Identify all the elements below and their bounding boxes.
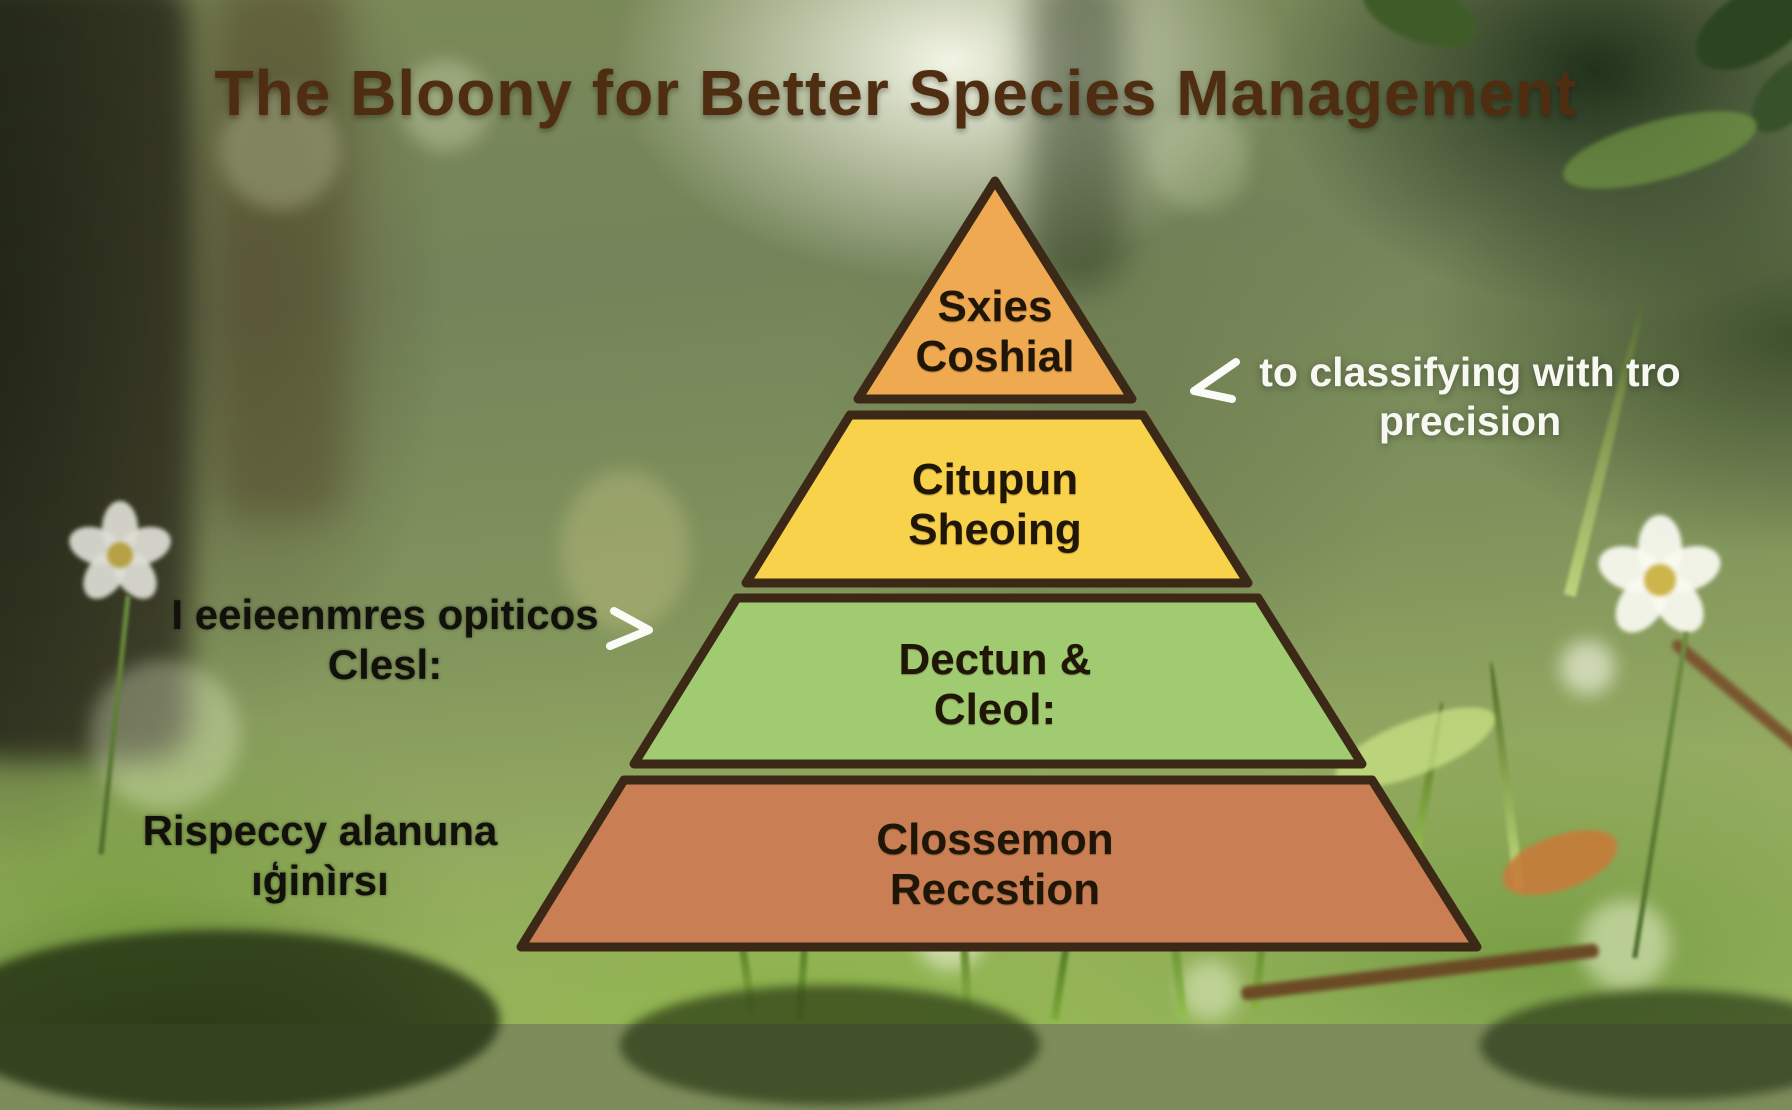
pyramid-tier-2-shape	[741, 410, 1253, 588]
tier-2-label: Citupun Sheoing	[715, 455, 1275, 555]
bokeh-light	[1560, 640, 1615, 695]
annotation-right: to classifying with tro precision	[1180, 348, 1760, 446]
arrow-left-icon	[606, 607, 653, 650]
annotation-left-bottom: Rispeccy alanuna ıģinìrsı	[100, 806, 540, 906]
page-title: The Bloony for Better Species Management	[214, 57, 1578, 129]
bokeh-light	[560, 470, 690, 630]
pyramid-tier-1-shape	[853, 176, 1137, 404]
bokeh-light	[1180, 960, 1240, 1020]
tree-trunk-center	[1030, 0, 1125, 290]
pyramid-tier-3-shape	[629, 593, 1367, 769]
annotation-left-bottom-line1: Rispeccy alanuna	[142, 807, 498, 854]
annotation-left-top-line1: I eeieenmres opiticos	[171, 591, 599, 638]
tier-3-label: Dectun & Cleol:	[715, 635, 1275, 735]
tree-trunk-left-2	[215, 0, 345, 520]
annotation-left-bottom-line2: ıģinìrsı	[251, 857, 389, 904]
tier-4-line1: Clossemon	[876, 815, 1114, 864]
annotation-right-line2: precision	[1378, 398, 1562, 444]
tier-2-line1: Citupun	[911, 455, 1079, 504]
tier-4-label: Clossemon Reccstion	[715, 815, 1275, 915]
annotation-left-top-line2: Clesl:	[327, 641, 443, 688]
pyramid-diagram	[516, 176, 1482, 952]
tier-3-line2: Cleol:	[933, 685, 1057, 734]
tier-1-line2: Coshial	[915, 332, 1075, 381]
pyramid-tier-4-shape	[516, 775, 1482, 952]
bokeh-light	[220, 90, 340, 210]
tier-1-label: Sxies Coshial	[715, 282, 1275, 382]
tree-trunk-left	[0, 0, 190, 760]
annotation-left-top: I eeieenmres opiticos Clesl:	[135, 590, 635, 690]
white-flower-left	[64, 501, 176, 608]
tier-1-line1: Sxies	[937, 282, 1053, 331]
annotation-right-line1: to classifying with tro	[1259, 349, 1681, 395]
tier-4-line2: Reccstion	[889, 865, 1101, 914]
tier-3-line1: Dectun &	[898, 635, 1092, 684]
tier-2-line2: Sheoing	[908, 505, 1082, 554]
bokeh-light	[1150, 110, 1250, 210]
white-flower-right	[1593, 515, 1727, 643]
bokeh-light	[400, 60, 490, 150]
arrow-right-icon	[1190, 358, 1240, 403]
